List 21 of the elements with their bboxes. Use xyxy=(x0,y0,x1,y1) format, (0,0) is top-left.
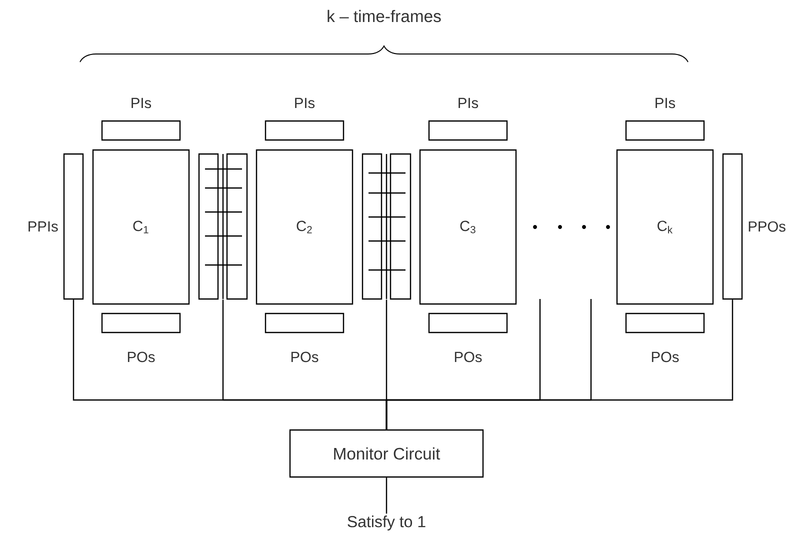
port-label: PIs xyxy=(132,98,152,108)
monitor-box: Monitor Circuit xyxy=(289,429,484,478)
port-label: PIs xyxy=(295,98,315,108)
circuit-box: C$_{1}$ xyxy=(92,149,190,305)
port-label: POs xyxy=(454,352,482,362)
connector-line xyxy=(386,478,388,514)
connector-line xyxy=(386,300,734,430)
output-label: Satisfy to 1 xyxy=(348,516,426,530)
circuit-box: C$_{3}$ xyxy=(419,149,517,305)
brace-label: k – time-frames xyxy=(328,10,441,22)
port-label: PIs xyxy=(656,98,676,108)
register-drawing xyxy=(362,153,412,300)
port-label: PIs xyxy=(458,98,478,108)
port-label: PPOs xyxy=(748,221,786,232)
circuit-box: C$_{k}$ xyxy=(616,149,714,305)
port-label: POs xyxy=(128,352,155,362)
port-label: PPIs xyxy=(28,221,58,232)
port-label: POs xyxy=(291,352,318,362)
register-drawing xyxy=(198,153,248,300)
circuit-box: C$_{2}$ xyxy=(256,149,354,305)
port-label: POs xyxy=(652,352,679,362)
